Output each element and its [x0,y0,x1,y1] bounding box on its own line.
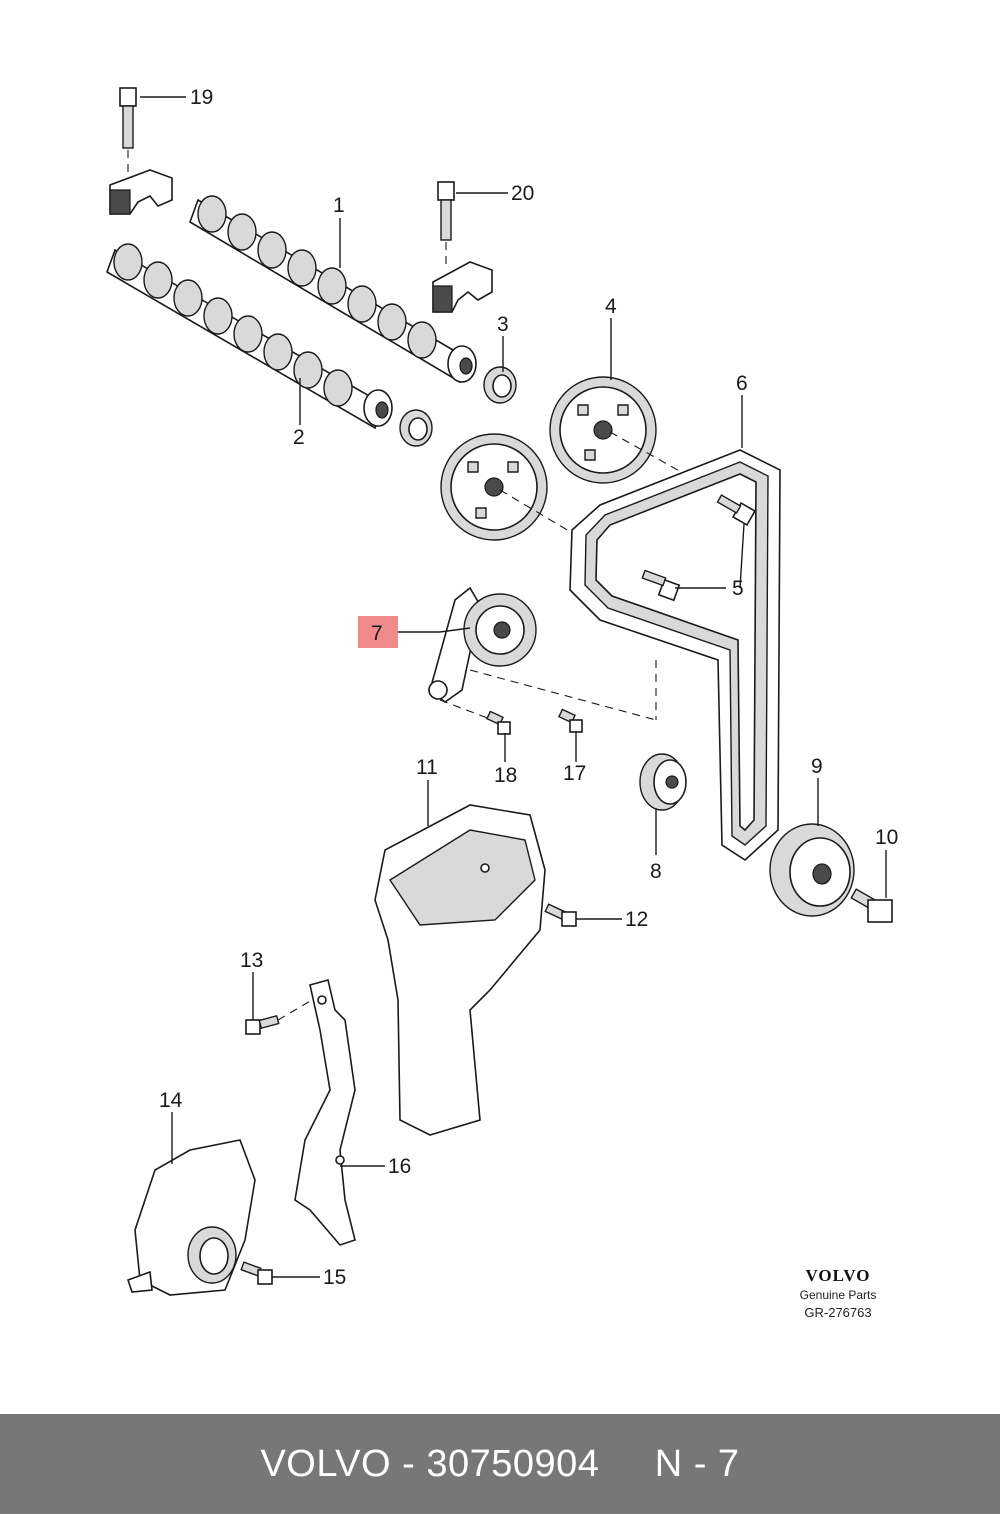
bolt-10[interactable] [850,888,893,923]
callout-12[interactable]: 12 [625,908,648,931]
seal-3[interactable] [483,366,517,404]
camshaft-sprocket-lower[interactable] [440,433,548,541]
callout-15[interactable]: 15 [323,1266,346,1289]
part-number-caption: VOLVO - 30750904 N - 7 [260,1442,740,1485]
callout-11[interactable]: 11 [416,756,438,779]
highlight-part-7 [358,616,398,648]
callout-16[interactable]: 16 [388,1155,411,1178]
timing-belt-6[interactable] [569,449,781,862]
camshaft-sprocket-4[interactable] [549,376,657,484]
camshaft-1[interactable] [189,195,477,384]
crankshaft-sprocket-8[interactable] [639,753,687,811]
diagram-reference: GR-276763 [804,1305,872,1320]
callout-1[interactable]: 1 [333,194,345,217]
bolt-20[interactable] [437,181,455,268]
volvo-logo: VOLVO [805,1266,871,1285]
leader-lines [140,96,887,1278]
bolt-5-lower[interactable] [641,569,681,602]
volvo-genuine-parts-brand: VOLVO Genuine Parts GR-276763 [760,1266,916,1320]
bearing-cap-left[interactable] [109,169,173,215]
callout-2[interactable]: 2 [293,426,305,449]
footer-bar: VOLVO - 30750904 N - 7 [0,1414,1000,1514]
callout-10[interactable]: 10 [875,826,898,849]
lower-cover-14[interactable] [126,1139,256,1296]
callout-17[interactable]: 17 [563,762,586,785]
callout-13[interactable]: 13 [240,949,263,972]
timing-cover-11[interactable] [374,804,546,1136]
callout-19[interactable]: 19 [190,86,213,109]
bearing-cap-right[interactable] [432,261,493,313]
callout-6[interactable]: 6 [736,372,748,395]
bolt-5-upper[interactable] [716,494,757,527]
callout-14[interactable]: 14 [159,1089,183,1112]
bolt-18[interactable] [486,710,511,735]
callout-9[interactable]: 9 [811,755,823,778]
camshaft-2[interactable] [106,243,393,430]
callout-3[interactable]: 3 [497,313,509,336]
callout-20[interactable]: 20 [511,182,534,205]
callout-8[interactable]: 8 [650,860,662,883]
bolt-13[interactable] [245,1014,280,1035]
callout-7[interactable]: 7 [371,622,383,645]
timing-belt-exploded-diagram: 19 20 1 2 3 4 6 5 7 18 17 8 9 10 11 12 1… [106,86,898,1296]
callout-18[interactable]: 18 [494,764,517,787]
bolt-19[interactable] [119,87,137,178]
pulley-9[interactable] [769,823,855,917]
genuine-parts-label: Genuine Parts [799,1288,877,1302]
bolt-12[interactable] [544,903,577,927]
tensioner-7[interactable] [428,586,537,704]
callout-5[interactable]: 5 [732,577,744,600]
seal-lower[interactable] [399,409,433,447]
bracket-16[interactable] [294,979,356,1246]
callout-labels: 19 20 1 2 3 4 6 5 7 18 17 8 9 10 11 12 1… [159,86,898,1289]
callout-4[interactable]: 4 [605,295,617,318]
bolt-17[interactable] [558,708,583,733]
bolt-15[interactable] [240,1261,273,1285]
